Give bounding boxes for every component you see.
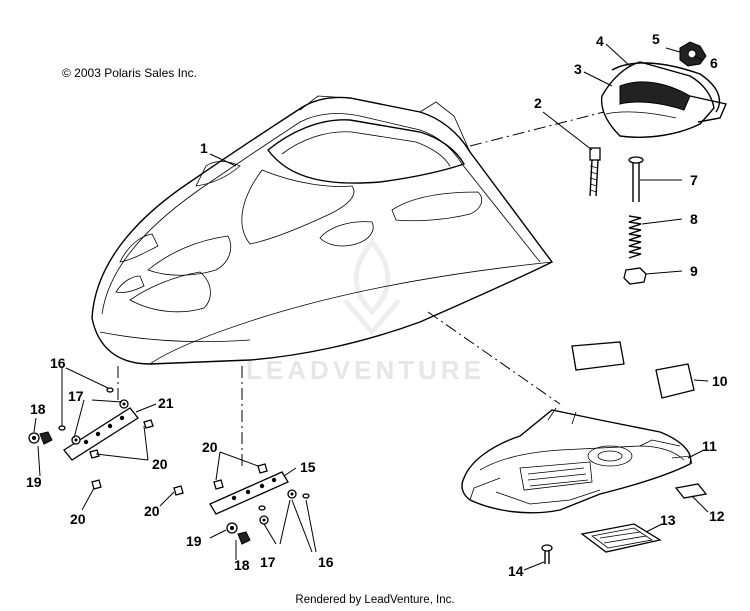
bolt-part-7: [628, 156, 644, 202]
callout-9: 9: [690, 263, 698, 279]
callout-4: 4: [596, 33, 604, 49]
callout-10: 10: [712, 373, 728, 389]
callout-14: 14: [508, 563, 524, 579]
callout-7: 7: [690, 172, 698, 188]
callout-20-b: 20: [70, 511, 86, 527]
footer-credit: Rendered by LeadVenture, Inc.: [295, 594, 455, 606]
callout-18-right: 18: [234, 557, 250, 573]
callout-19-right: 19: [186, 533, 202, 549]
alignment-lines: [117, 111, 605, 470]
bracket-part-21: [63, 407, 139, 461]
callout-2: 2: [534, 95, 542, 111]
label-part-12: [674, 483, 708, 499]
callout-3: 3: [574, 61, 582, 77]
spring-part-8: [628, 215, 642, 259]
callout-21: 21: [158, 395, 174, 411]
callout-20-c: 20: [144, 503, 160, 519]
watermark-logo: [343, 238, 401, 336]
foam-block-part-10: [571, 341, 695, 399]
callout-1: 1: [200, 140, 208, 156]
callout-15: 15: [300, 459, 316, 475]
plate-part-13: [580, 523, 662, 553]
screw-part-2: [589, 147, 601, 197]
nut-part-9: [623, 267, 647, 285]
callout-16-right: 16: [318, 554, 334, 570]
callout-11: 11: [702, 438, 717, 454]
leader-lines: [33, 43, 709, 571]
callout-13: 13: [660, 512, 676, 528]
bottom-pan-part-11: [461, 407, 693, 514]
bracket-part-15: [209, 471, 289, 515]
callout-18-left: 18: [30, 401, 46, 417]
knob-part-5: [665, 41, 707, 67]
hood-part-1: [91, 95, 554, 365]
callout-19-left: 19: [26, 474, 42, 490]
windshield-part-3: [600, 61, 727, 138]
callout-17-right: 17: [260, 554, 276, 570]
copyright-text: © 2003 Polaris Sales Inc.: [62, 66, 197, 80]
callout-labels: 1 2 3 4 5 6 7 8 9 10 11 12 13 14 15 16 1…: [26, 31, 728, 579]
callout-6: 6: [710, 55, 718, 71]
callout-8: 8: [690, 211, 698, 227]
watermark-text: LEADVENTURE: [246, 355, 486, 385]
callout-20-d: 20: [202, 439, 218, 455]
hardware-small-parts: [28, 387, 310, 545]
callout-12: 12: [709, 508, 725, 524]
callout-20-a: 20: [152, 456, 168, 472]
screw-part-14: [541, 544, 553, 564]
callout-5: 5: [652, 31, 660, 47]
callout-16-left: 16: [50, 355, 66, 371]
callout-17-left: 17: [68, 388, 84, 404]
